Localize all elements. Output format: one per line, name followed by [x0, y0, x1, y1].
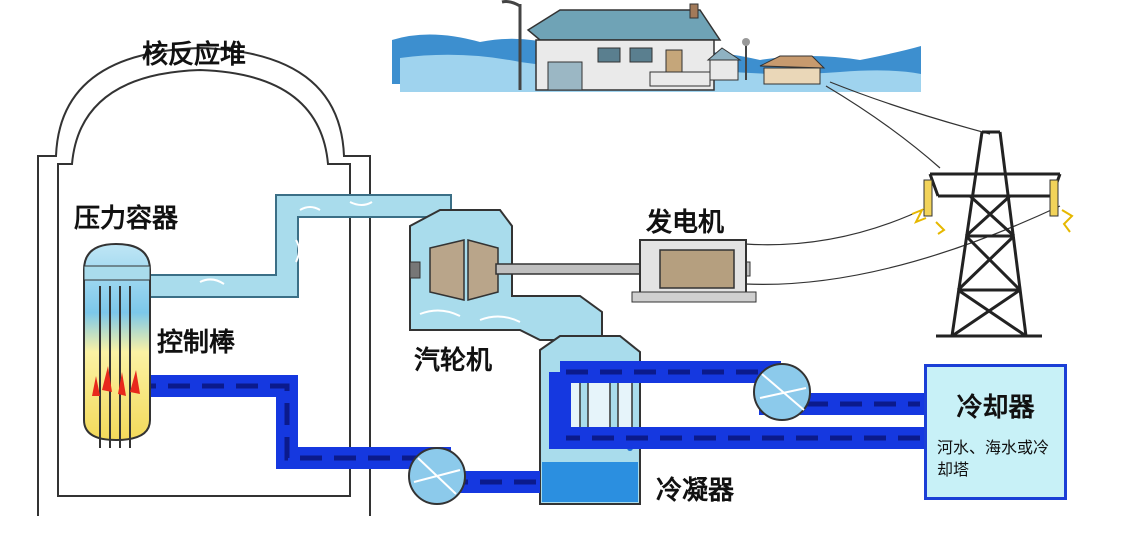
transmission-tower-icon — [928, 130, 1062, 338]
turbine-label: 汽轮机 — [414, 346, 493, 376]
house-icon — [706, 47, 826, 85]
generator-label: 发电机 — [646, 208, 725, 238]
pump-icon — [753, 363, 811, 421]
cooler-title: 冷却器 — [956, 393, 1035, 423]
control-rod-label: 控制棒 — [157, 328, 236, 358]
pressure-vessel — [83, 242, 151, 442]
control-rods — [99, 286, 131, 448]
lightning-spark-icon — [911, 179, 1074, 235]
power-lines — [744, 81, 1061, 285]
reactor-label: 核反应堆 — [142, 40, 247, 70]
containment-building — [37, 46, 371, 516]
condenser-label: 冷凝器 — [656, 476, 735, 506]
pressure-vessel-label: 压力容器 — [74, 204, 179, 234]
cooler-box: 冷却器 河水、海水或冷却塔 — [924, 364, 1067, 500]
core-fire — [92, 366, 140, 396]
turbine-icon — [409, 209, 603, 341]
feedwater-loop — [140, 375, 540, 493]
street-lamp-icon — [501, 0, 750, 90]
steam-pipe — [140, 194, 452, 298]
cooler-subtitle: 河水、海水或冷却塔 — [937, 438, 1050, 479]
generator-icon — [631, 239, 757, 303]
house-icon — [526, 3, 722, 91]
pump-icon — [408, 447, 466, 505]
